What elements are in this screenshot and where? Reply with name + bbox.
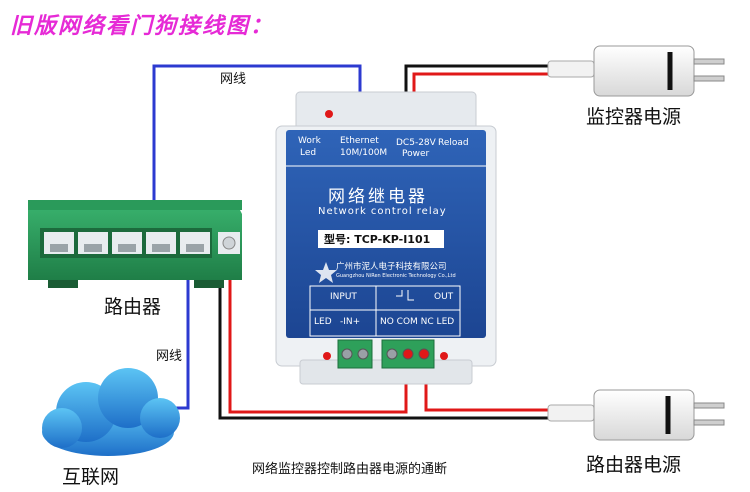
- relay-name-en: Network control relay: [318, 206, 447, 217]
- wire-red-router-1: [228, 248, 408, 414]
- company-cn: 广州市泥人电子科技有限公司: [336, 262, 447, 272]
- label-speed: 10M/100M: [340, 148, 388, 158]
- router-power-adapter: [547, 389, 725, 441]
- panel-terminals: NO COM NC LED: [380, 317, 455, 327]
- wire-black-router: [218, 285, 548, 420]
- router: [28, 200, 242, 288]
- relay-name-cn: 网络继电器: [328, 187, 428, 207]
- panel-led: LED: [314, 317, 332, 327]
- monitor-power-adapter: [547, 45, 725, 97]
- top-led: [325, 110, 333, 118]
- led-right: [440, 352, 448, 360]
- label-power: Power: [402, 149, 430, 159]
- diagram-caption: 网络监控器控制路由器电源的通断: [252, 462, 448, 477]
- label-router-power: 路由器电源: [586, 454, 682, 476]
- company-en: Guangzhou NiRen Electronic Technology Co…: [336, 273, 456, 279]
- led-left: [323, 352, 331, 360]
- label-cable-top: 网线: [220, 72, 247, 87]
- panel-in-plus: -IN+: [340, 317, 361, 327]
- label-reload: Reload: [438, 138, 469, 148]
- panel-out: OUT: [434, 292, 454, 302]
- label-internet: 互联网: [62, 466, 120, 488]
- relay-model: 型号: TCP-KP-I101: [324, 233, 431, 246]
- network-cable-left: [172, 252, 190, 410]
- wire-red-monitor: [412, 72, 548, 100]
- label-voltage: DC5-28V: [396, 138, 436, 148]
- label-monitor-power: 监控器电源: [586, 106, 682, 128]
- internet-cloud: [42, 368, 180, 456]
- relay-front-panel: Work Led Ethernet 10M/100M DC5-28V Power…: [286, 128, 486, 338]
- network-relay: [275, 91, 497, 385]
- label-ethernet: Ethernet: [340, 136, 379, 146]
- label-led: Led: [300, 148, 317, 158]
- diagram-title: 旧版网络看门狗接线图：: [10, 14, 275, 39]
- network-cable-top: [152, 64, 362, 232]
- label-work: Work: [298, 136, 321, 146]
- wire-black-monitor: [404, 64, 548, 100]
- label-cable-left: 网线: [156, 349, 183, 364]
- label-router: 路由器: [104, 296, 162, 318]
- panel-input: INPUT: [330, 292, 357, 302]
